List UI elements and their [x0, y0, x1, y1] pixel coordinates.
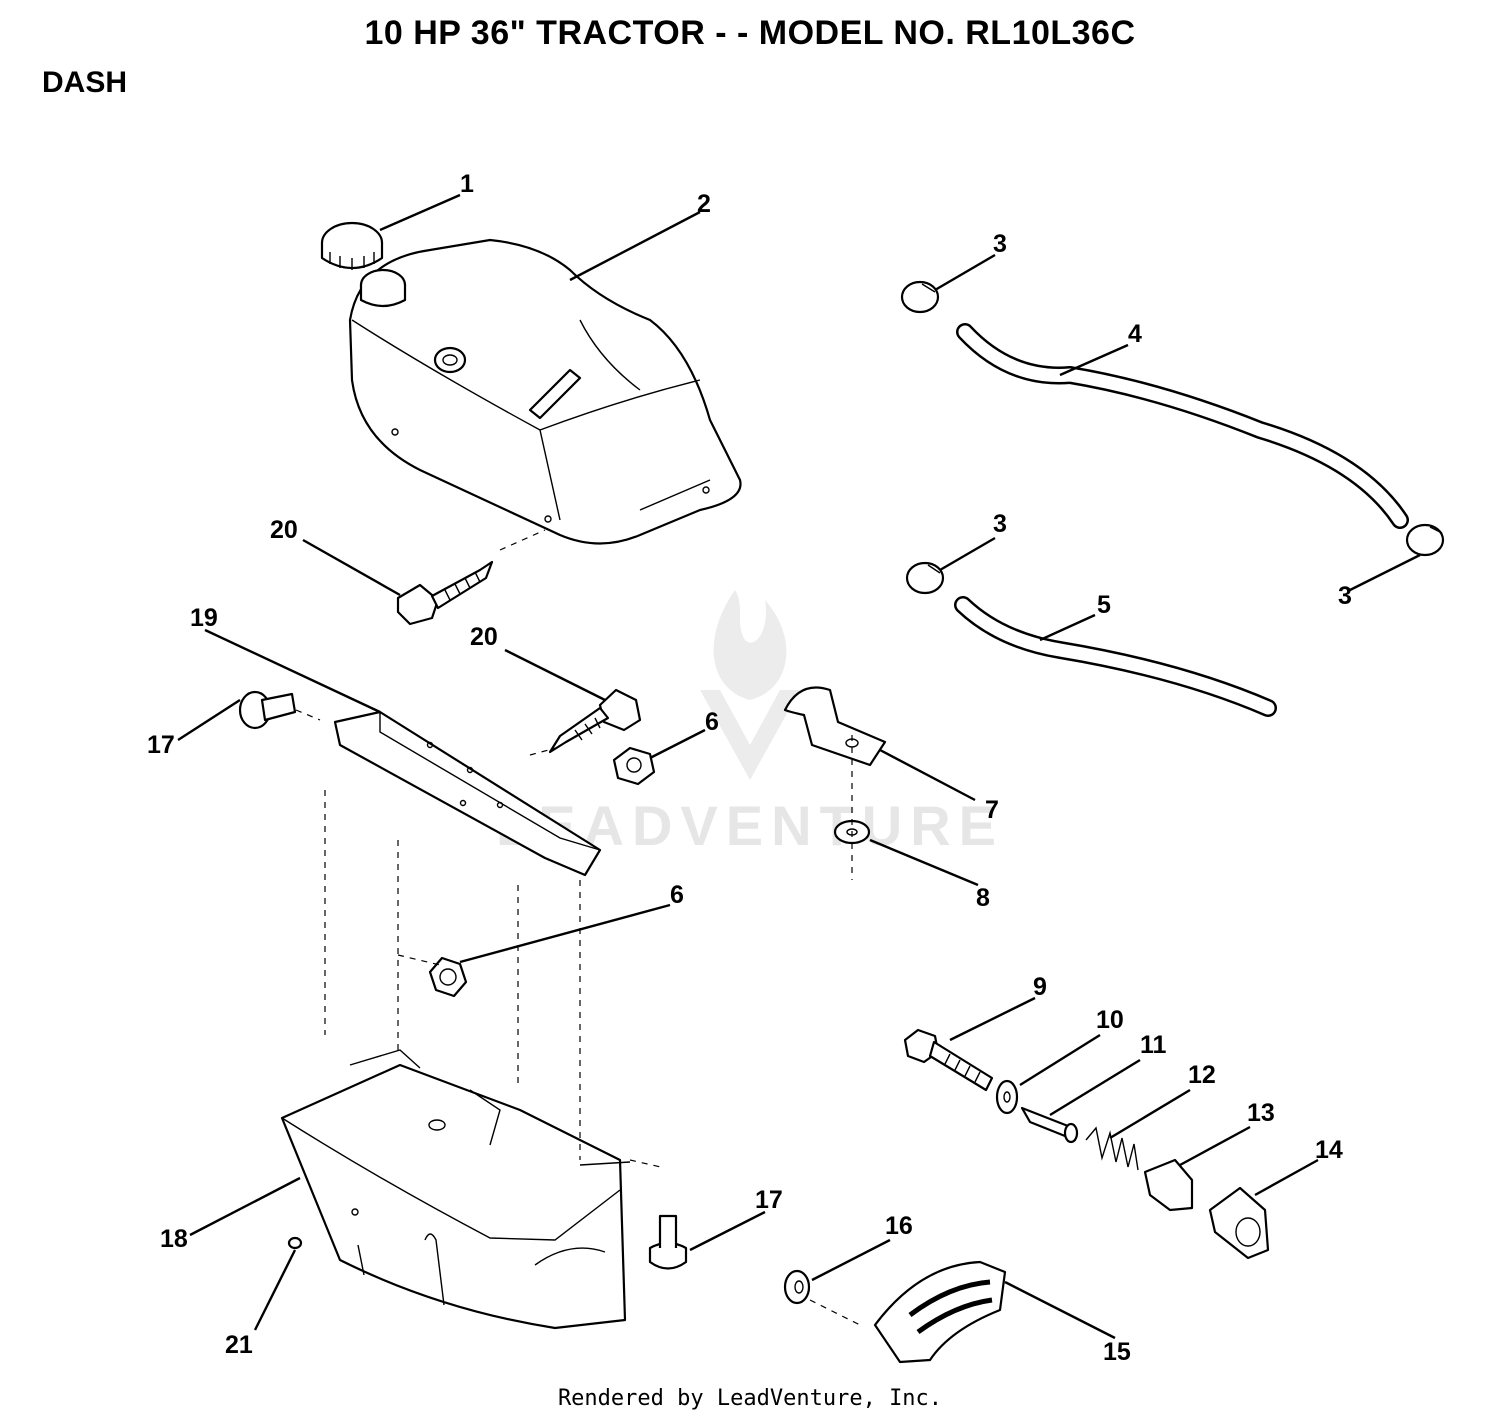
- part-21-plug[interactable]: [287, 1236, 303, 1250]
- callout-10: 10: [1096, 1006, 1124, 1034]
- part-6-nut[interactable]: [612, 746, 656, 786]
- callout-16: 16: [885, 1212, 913, 1240]
- leader-lines: [177, 193, 1421, 1340]
- part-3-hose-clamp[interactable]: [905, 561, 945, 595]
- part-9-bolt[interactable]: [903, 1028, 994, 1092]
- part-14-knob[interactable]: [1208, 1186, 1270, 1260]
- callout-2: 2: [697, 190, 711, 218]
- part-20-screw[interactable]: [396, 560, 494, 626]
- part-7-hose-clip[interactable]: [783, 686, 887, 767]
- callout-3: 3: [993, 510, 1007, 538]
- footer-credit: Rendered by LeadVenture, Inc.: [557, 1386, 943, 1411]
- part-6-nut[interactable]: [428, 956, 468, 998]
- part-16-nut[interactable]: [783, 1269, 811, 1305]
- part-20-screw[interactable]: [548, 688, 642, 754]
- part-3-hose-clamp[interactable]: [900, 280, 940, 314]
- part-1-fuel-cap[interactable]: [320, 221, 384, 270]
- section-label: DASH: [42, 66, 128, 99]
- part-17-bolt[interactable]: [238, 690, 297, 730]
- callout-15: 15: [1103, 1338, 1131, 1366]
- callout-14: 14: [1315, 1136, 1343, 1164]
- assembly-lines: [295, 529, 861, 1326]
- callout-18: 18: [160, 1225, 188, 1253]
- callout-17: 17: [755, 1186, 783, 1214]
- callout-3: 3: [1338, 582, 1352, 610]
- callout-20: 20: [470, 623, 498, 651]
- part-10-washer[interactable]: [995, 1079, 1019, 1115]
- callout-7: 7: [985, 796, 999, 824]
- callout-17: 17: [147, 731, 175, 759]
- callout-4: 4: [1128, 320, 1142, 348]
- part-4-fuel-hose-long[interactable]: [956, 323, 1409, 529]
- callout-13: 13: [1247, 1099, 1275, 1127]
- part-5-fuel-hose-short[interactable]: [954, 596, 1277, 717]
- callout-21: 21: [225, 1331, 253, 1359]
- diagram-title: 10 HP 36" TRACTOR - - MODEL NO. RL10L36C: [364, 14, 1136, 52]
- callout-1: 1: [460, 170, 474, 198]
- part-2-dash-tank[interactable]: [348, 238, 742, 545]
- callout-numbers: 1 2 3 3 3 4 5 6 6 7 8 9 10 11 12 13 14 1…: [147, 170, 1352, 1366]
- part-12-spring[interactable]: [1085, 1126, 1139, 1171]
- callout-11: 11: [1140, 1031, 1167, 1059]
- leadventure-watermark: LEADVENTURE: [496, 590, 996, 857]
- callout-12: 12: [1188, 1061, 1216, 1089]
- callout-3: 3: [993, 230, 1007, 258]
- part-17-bolt[interactable]: [648, 1214, 688, 1270]
- part-11-spacer[interactable]: [1020, 1106, 1079, 1144]
- callout-20: 20: [270, 516, 298, 544]
- callout-5: 5: [1097, 591, 1111, 619]
- callout-6: 6: [670, 881, 684, 909]
- callout-8: 8: [976, 884, 990, 912]
- part-18-dash-panel[interactable]: [280, 1049, 631, 1330]
- callout-9: 9: [1033, 973, 1047, 1001]
- part-13-lever-insert[interactable]: [1143, 1158, 1194, 1212]
- callout-6: 6: [705, 708, 719, 736]
- part-15-throttle-plate[interactable]: [873, 1260, 1007, 1364]
- part-3-hose-clamp[interactable]: [1405, 523, 1445, 557]
- callout-19: 19: [190, 604, 218, 632]
